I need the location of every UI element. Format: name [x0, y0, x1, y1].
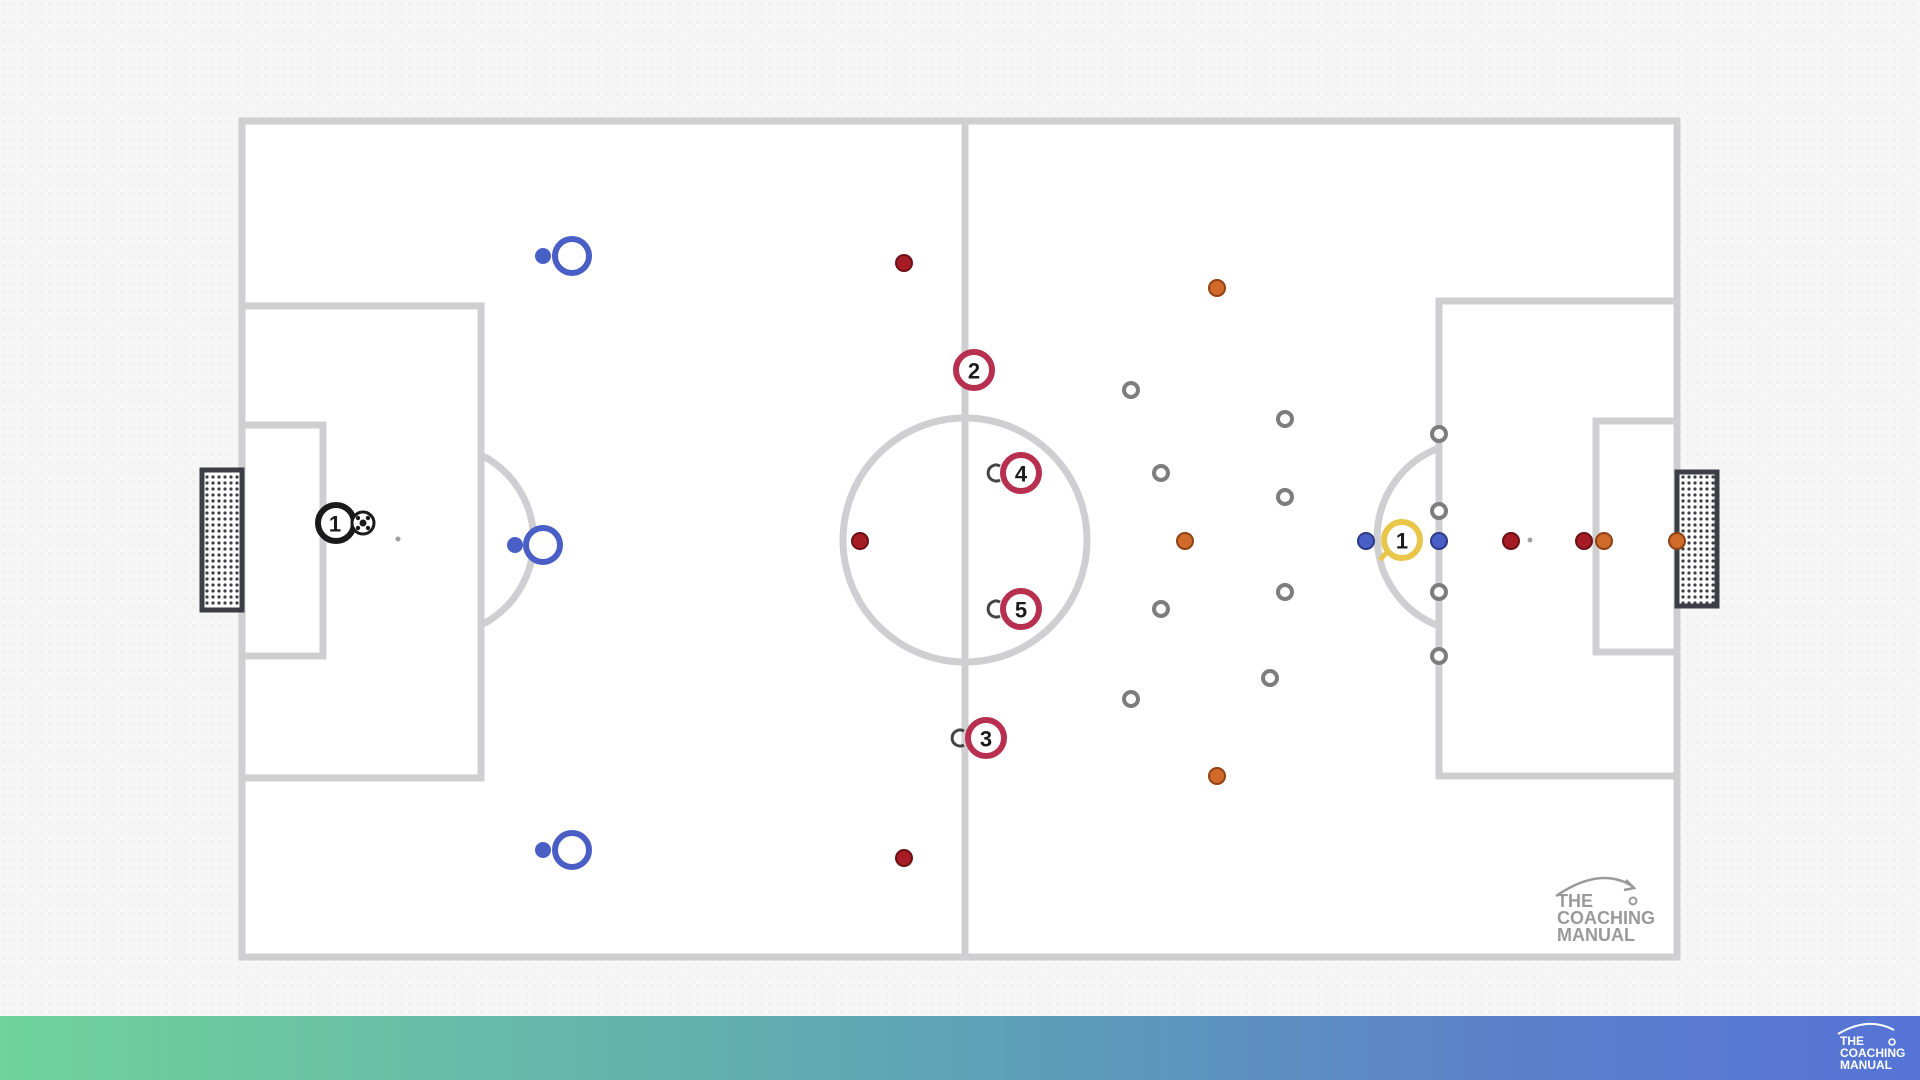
logo-line-coaching: COACHING: [1557, 908, 1655, 928]
orange-marker-dot: [1208, 279, 1226, 297]
logo-line-manual: MANUAL: [1557, 925, 1635, 945]
footer-logo-line-the: THE: [1840, 1034, 1864, 1048]
svg-text:5: 5: [1015, 598, 1027, 623]
coaching-manual-watermark-logo: THE COACHING MANUAL: [1555, 876, 1655, 945]
footer-logo: THE COACHING MANUAL: [1837, 1023, 1905, 1072]
red-marker-dot: [895, 849, 913, 867]
orange-marker-dot: [1668, 532, 1686, 550]
svg-text:1: 1: [1396, 529, 1408, 554]
blue-ring-marker: [535, 236, 592, 276]
blue-ring-marker: [535, 830, 592, 870]
grey-cone: [1276, 488, 1294, 506]
grey-cone: [1430, 647, 1448, 665]
right-penalty-arc: [1373, 444, 1441, 630]
left-penalty-area: [242, 302, 485, 782]
left-goal: [199, 467, 245, 613]
grey-cone: [1430, 502, 1448, 520]
svg-text:4: 4: [1015, 462, 1028, 487]
red-attacker-2: 2: [953, 349, 995, 391]
grey-cone: [1261, 669, 1279, 687]
grey-cone: [1152, 600, 1170, 618]
red-marker-dot: [1575, 532, 1593, 550]
red-attacker-3: 3: [950, 717, 1007, 759]
grey-cone: [1276, 410, 1294, 428]
orange-marker-dot: [1176, 532, 1194, 550]
grey-cone: [1122, 381, 1140, 399]
coach-number: 1: [329, 512, 341, 537]
red-marker-dot: [1502, 532, 1520, 550]
center-circle: [839, 414, 1091, 666]
blue-ring-marker: [507, 525, 563, 565]
footer-gradient-bar: THE COACHING MANUAL: [0, 1016, 1920, 1080]
red-marker-dot: [851, 532, 869, 550]
grey-cone: [1152, 464, 1170, 482]
right-six-yard-box: [1592, 417, 1677, 656]
svg-text:2: 2: [968, 359, 980, 384]
orange-marker-dot: [1208, 767, 1226, 785]
grey-cone: [1122, 690, 1140, 708]
footer-logo-line-coaching: COACHING: [1840, 1046, 1905, 1060]
red-attacker-5: 5: [986, 588, 1042, 630]
blue-ball: [1430, 532, 1448, 550]
grey-cones: [1122, 381, 1448, 708]
red-attacker-4: 4: [986, 452, 1042, 494]
footer-logo-line-manual: MANUAL: [1840, 1058, 1892, 1072]
ball-icon: [350, 510, 376, 536]
grey-cone: [1430, 425, 1448, 443]
left-six-yard-box: [242, 421, 327, 660]
blue-ball: [1357, 532, 1375, 550]
logo-line-the: THE: [1557, 891, 1593, 911]
right-penalty-spot: [1527, 537, 1533, 543]
pitch-surface: [242, 121, 1677, 957]
grey-cone: [1430, 583, 1448, 601]
svg-text:3: 3: [980, 727, 992, 752]
pitch: 1 2 4 5: [199, 117, 1720, 961]
goalkeeper: 1: [1378, 519, 1423, 562]
coach-player-with-ball: 1: [315, 502, 376, 544]
grey-cone: [1276, 583, 1294, 601]
red-marker-dot: [895, 254, 913, 272]
orange-marker-dot: [1595, 532, 1613, 550]
left-penalty-spot: [395, 536, 401, 542]
